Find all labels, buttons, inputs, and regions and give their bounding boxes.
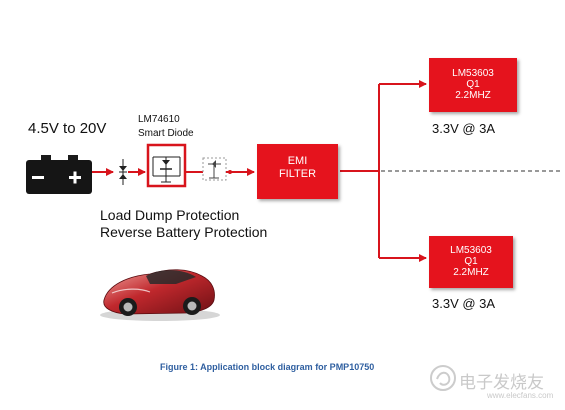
regulator-block-bottom: LM53603 Q1 2.2MHZ (429, 236, 513, 288)
emi-filter-line1: EMI (287, 155, 308, 167)
regulator-output-top: 3.3V @ 3A (432, 121, 496, 136)
tvs-diode-icon (119, 159, 127, 185)
regulator-block-top: LM53603 Q1 2.2MHZ (429, 58, 517, 112)
regulator-output-bottom: 3.3V @ 3A (432, 296, 496, 311)
smart-diode-label: LM74610 Smart Diode (138, 113, 194, 141)
regulator-id: Q1 (464, 256, 478, 267)
regulator-frequency: 2.2MHZ (455, 90, 491, 101)
regulator-id: Q1 (466, 79, 480, 90)
emi-filter-line2: FILTER (278, 168, 317, 180)
car-image (100, 269, 220, 321)
emi-filter-block: EMI FILTER (257, 144, 338, 199)
regulator-part-number: LM53603 (450, 245, 492, 256)
watermark-url: www.elecfans.com (487, 391, 554, 400)
watermark-text: 电子发烧友 (459, 373, 544, 392)
blocking-fet-icon (202, 157, 227, 181)
reverse-battery-protection-label: Reverse Battery Protection (100, 224, 268, 240)
protection-features: Load Dump Protection Reverse Battery Pro… (100, 207, 267, 241)
battery-icon (26, 155, 92, 194)
smart-diode-icon (146, 143, 187, 188)
input-voltage-label: 4.5V to 20V (28, 120, 107, 137)
regulator-frequency: 2.2MHZ (453, 267, 489, 278)
load-dump-protection-label: Load Dump Protection (100, 207, 240, 223)
regulator-part-number: LM53603 (452, 68, 494, 79)
figure-caption: Figure 1: Application block diagram for … (160, 362, 375, 372)
smart-diode-part-number: LM74610 (138, 114, 180, 125)
smart-diode-name: Smart Diode (138, 128, 194, 139)
elecfans-logo-icon (430, 365, 456, 391)
